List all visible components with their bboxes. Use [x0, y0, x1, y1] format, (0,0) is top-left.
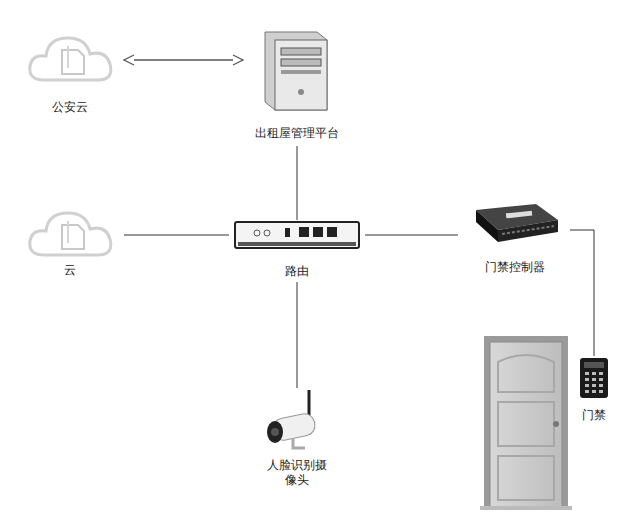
network-link	[297, 146, 298, 220]
device-node: 出租屋管理平台	[245, 26, 349, 146]
camera-icon	[247, 388, 347, 452]
device-node: 门禁	[572, 356, 616, 428]
door	[480, 336, 572, 510]
cloud-icon	[22, 203, 118, 259]
device-label: 门禁控制器	[460, 260, 570, 275]
keypad-icon	[574, 356, 614, 400]
network-link	[570, 230, 594, 356]
router-icon	[233, 220, 361, 250]
device-node: 云	[18, 203, 122, 279]
device-label: 公安云	[18, 100, 122, 115]
cloud-icon	[22, 28, 118, 88]
network-link	[297, 282, 298, 388]
device-label: 路由	[231, 264, 363, 279]
device-label: 出租屋管理平台	[245, 126, 349, 141]
device-node: 人脸识别摄 像头	[247, 388, 347, 492]
device-node: 公安云	[18, 28, 122, 114]
controller-icon	[462, 200, 568, 246]
device-node: 路由	[231, 220, 363, 282]
device-label: 云	[18, 263, 122, 278]
device-node: 门禁控制器	[460, 200, 570, 278]
server-icon	[247, 26, 347, 114]
device-label: 人脸识别摄 像头	[264, 458, 330, 488]
device-label: 门禁	[572, 408, 616, 423]
network-link	[124, 59, 243, 61]
network-link	[365, 235, 458, 236]
network-link	[124, 235, 229, 236]
